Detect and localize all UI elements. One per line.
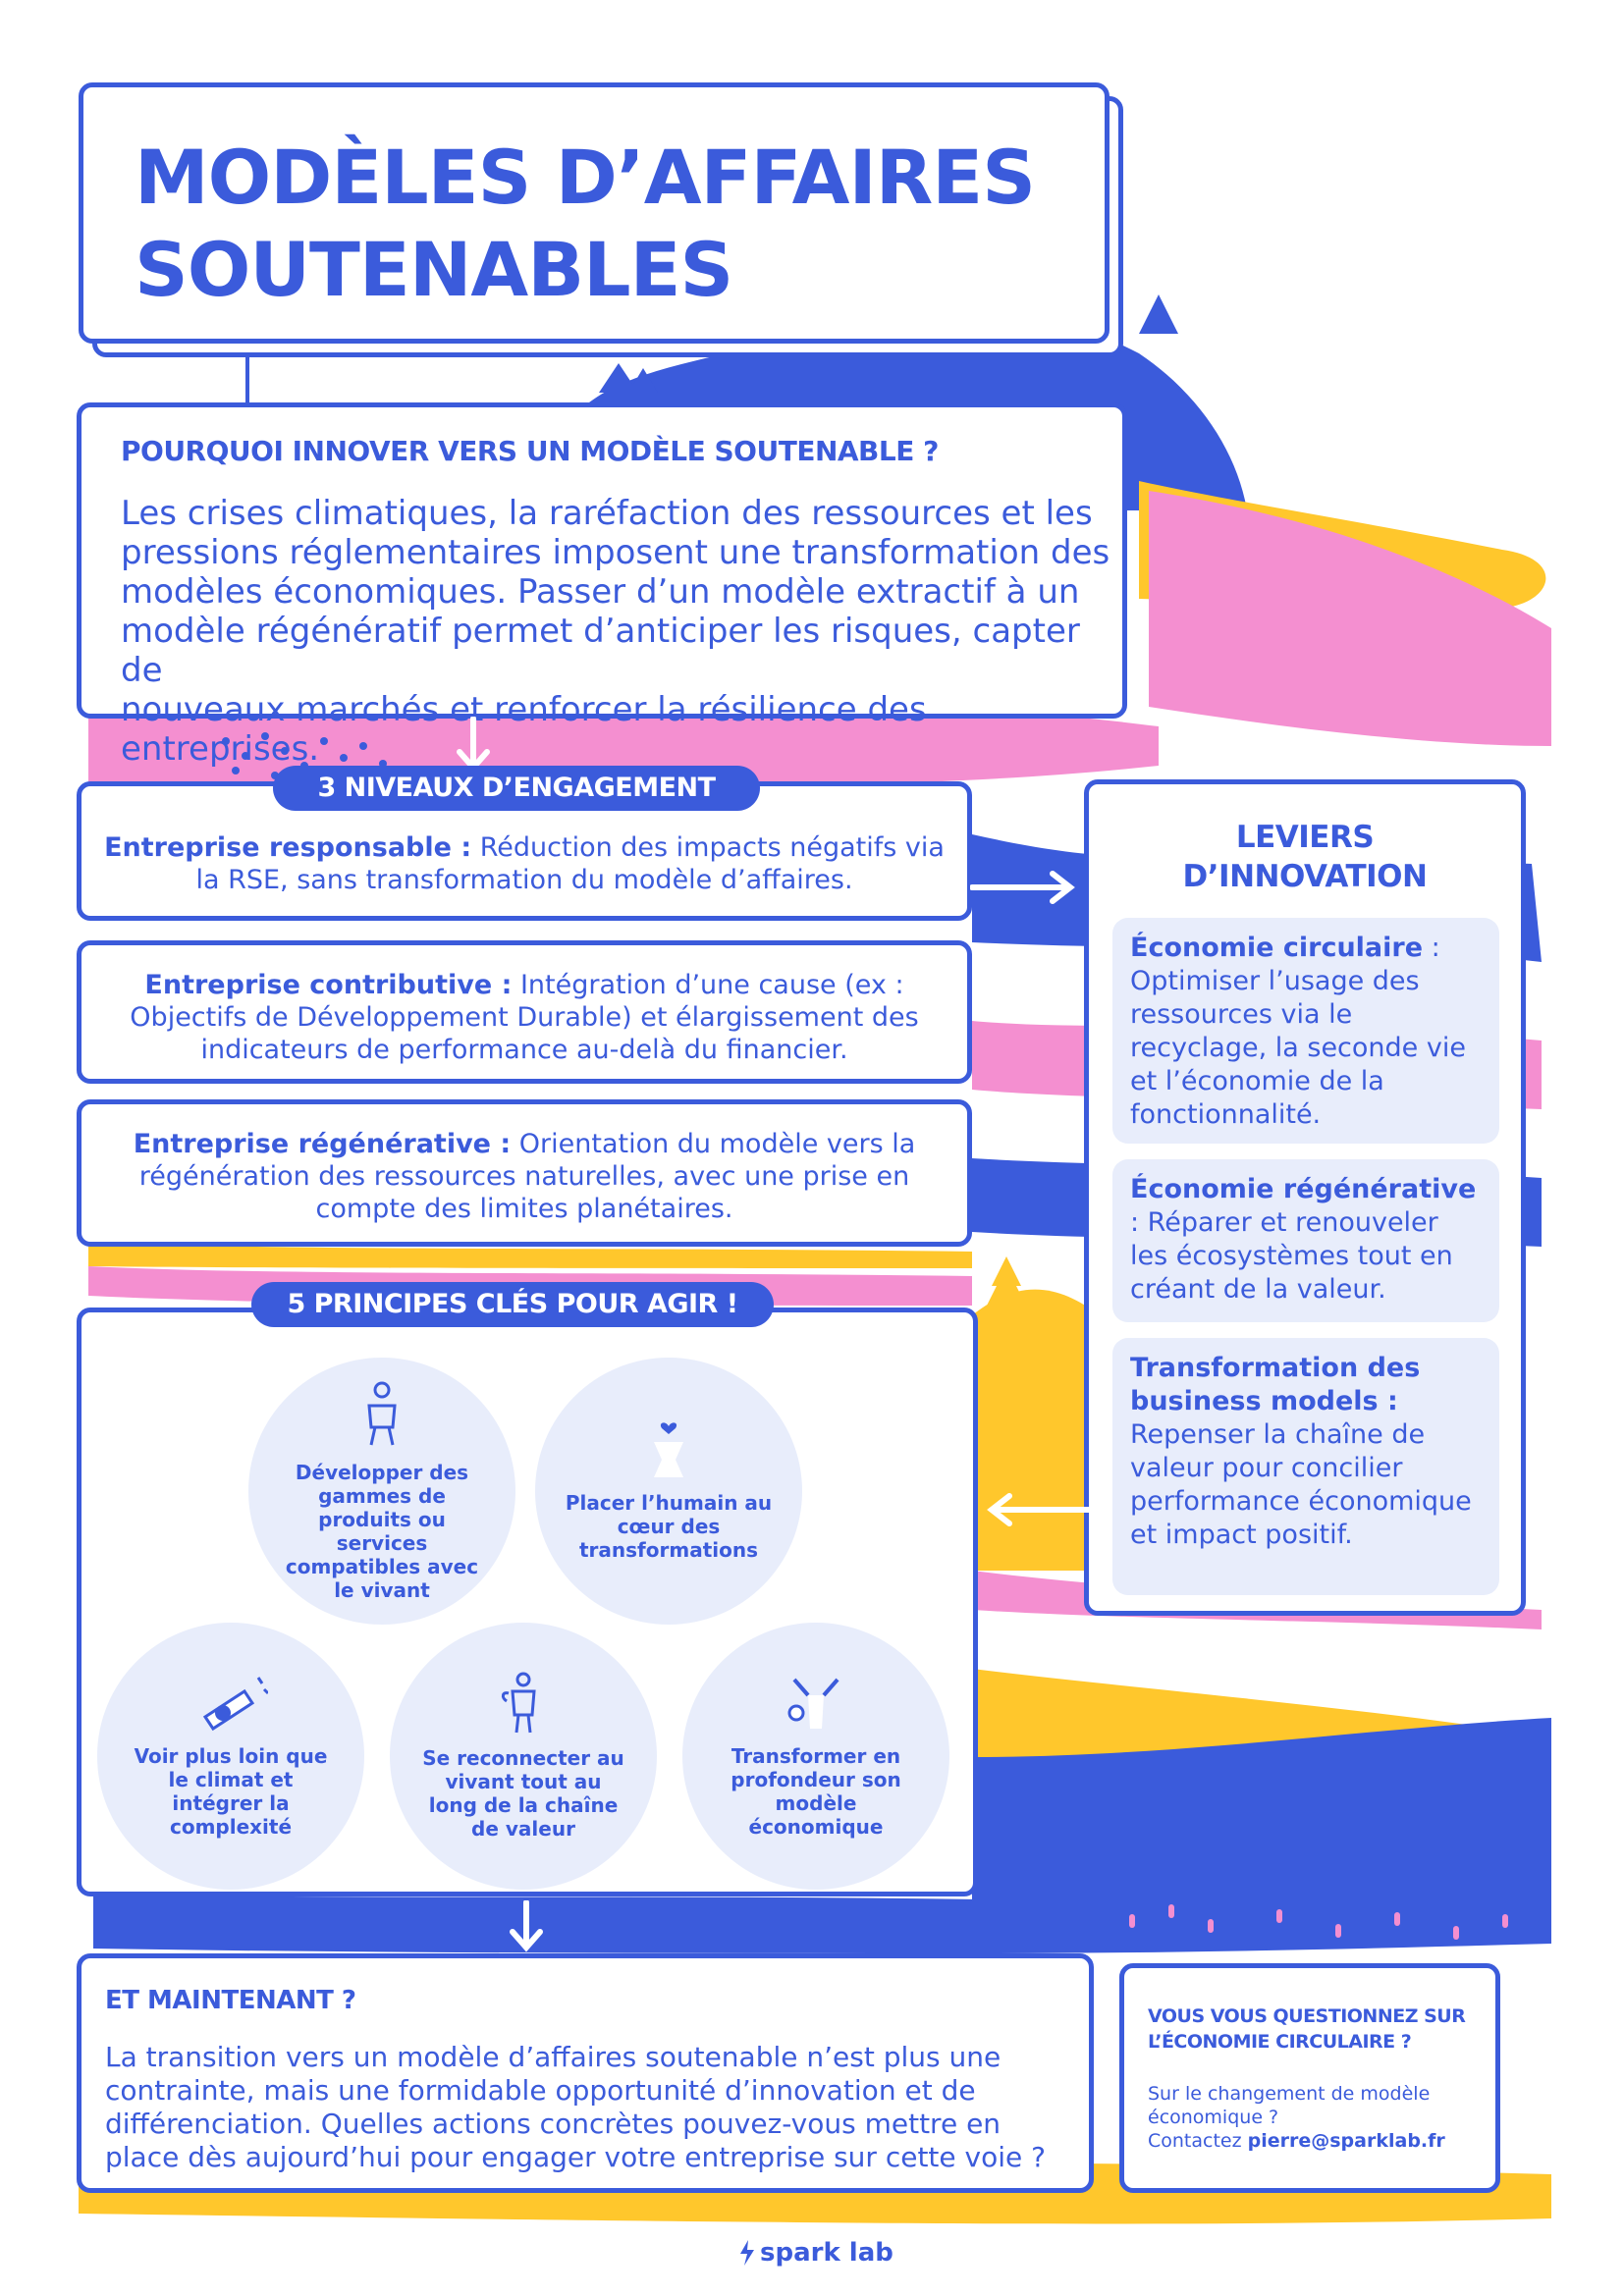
level-card-contributive: Entreprise contributive : Intégration d’… [77, 940, 972, 1084]
contact-heading-line1: VOUS VOUS QUESTIONNEZ SUR [1148, 2005, 1466, 2027]
level-name: Entreprise régénérative : [133, 1129, 512, 1159]
principle-circle: Transformer en profondeur son modèle éco… [682, 1623, 949, 1890]
now-line: La transition vers un modèle d’affaires … [105, 2041, 1001, 2073]
contact-heading: VOUS VOUS QUESTIONNEZ SUR L’ÉCONOMIE CIR… [1148, 2003, 1466, 2055]
why-heading: POURQUOI INNOVER VERS UN MODÈLE SOUTENAB… [121, 435, 939, 467]
principle-text: Placer l’humain au cœur des transformati… [565, 1491, 773, 1562]
principle-circle: Placer l’humain au cœur des transformati… [535, 1358, 802, 1625]
levers-title-line2: D’INNOVATION [1182, 859, 1428, 894]
spark-lab-logo: spark lab [738, 2238, 893, 2268]
principle-text: Développer des gammes de produits ou ser… [285, 1461, 479, 1602]
why-line: Les crises climatiques, la raréfaction d… [121, 494, 1093, 533]
contact-heading-line2: L’ÉCONOMIE CIRCULAIRE ? [1148, 2031, 1412, 2053]
page-title-line1: MODÈLES D’AFFAIRES [135, 133, 1036, 221]
contact-panel: VOUS VOUS QUESTIONNEZ SUR L’ÉCONOMIE CIR… [1119, 1963, 1500, 2193]
person-icon [367, 1381, 397, 1446]
plant-person-icon [501, 1672, 536, 1734]
contact-line: Sur le changement de modèle [1148, 2083, 1431, 2105]
lever-text: Repenser la chaîne de valeur pour concil… [1130, 1419, 1472, 1550]
principles-label: 5 PRINCIPES CLÉS POUR AGIR ! [251, 1282, 774, 1327]
level-desc: Orientation du modèle vers la [511, 1129, 916, 1159]
why-line: modèle régénératif permet d’anticiper le… [121, 612, 1080, 690]
title-connector [245, 357, 249, 406]
principle-text: Voir plus loin que le climat et intégrer… [134, 1744, 328, 1839]
heart-person-icon [654, 1422, 683, 1477]
now-panel: ET MAINTENANT ? La transition vers un mo… [77, 1953, 1094, 2193]
lever-card: Économie circulaire : Optimiser l’usage … [1112, 918, 1499, 1144]
levers-panel: LEVIERS D’INNOVATION Économie circulaire… [1084, 779, 1526, 1616]
now-text: La transition vers un modèle d’affaires … [105, 2041, 1046, 2174]
level-desc: la RSE, sans transformation du modèle d’… [195, 865, 853, 895]
principles-panel: Développer des gammes de produits ou ser… [77, 1308, 978, 1896]
levers-title-line1: LEVIERS [1235, 820, 1375, 855]
contact-body: Sur le changement de modèle économique ?… [1148, 2082, 1445, 2153]
arrow-down-icon [510, 1900, 543, 1952]
principle-circle: Se reconnecter au vivant tout au long de… [390, 1623, 657, 1890]
lever-name: Transformation des business models : [1130, 1353, 1421, 1416]
why-line: modèles économiques. Passer d’un modèle … [121, 572, 1080, 612]
arrow-left-icon [987, 1493, 1092, 1526]
principle-text: Se reconnecter au vivant tout au long de… [422, 1746, 624, 1841]
level-name: Entreprise contributive : [144, 970, 513, 1000]
level-text: Entreprise responsable : Réduction des i… [101, 831, 947, 896]
now-line: contrainte, mais une formidable opportun… [105, 2074, 976, 2107]
bolt-icon [740, 2240, 754, 2266]
level-desc: Intégration d’une cause (ex : [512, 970, 904, 1000]
principle-circle: Voir plus loin que le climat et intégrer… [97, 1623, 364, 1890]
page-title-line2: SOUTENABLES [135, 226, 733, 313]
level-name: Entreprise responsable : [104, 832, 472, 863]
levels-label: 3 NIVEAUX D’ENGAGEMENT [273, 766, 760, 811]
why-text: Les crises climatiques, la raréfaction d… [121, 494, 1122, 769]
lever-text: : Optimiser l’usage des ressources via l… [1130, 933, 1466, 1130]
why-line: nouveaux marchés et renforcer la résilie… [121, 690, 927, 769]
now-line: différenciation. Quelles actions concrèt… [105, 2108, 1001, 2140]
why-line: pressions réglementaires imposent une tr… [121, 533, 1110, 572]
now-line: place dès aujourd’hui pour engager votre… [105, 2141, 1047, 2173]
contact-email-link[interactable]: pierre@sparklab.fr [1247, 2130, 1445, 2152]
transform-person-icon [787, 1678, 839, 1729]
lever-card: Économie régénérative : Réparer et renou… [1112, 1159, 1499, 1322]
contact-line: Contactez [1148, 2130, 1248, 2152]
arrow-right-icon [970, 871, 1075, 904]
title-panel: MODÈLES D’AFFAIRES SOUTENABLES [79, 82, 1110, 344]
levers-title: LEVIERS D’INNOVATION [1089, 818, 1521, 896]
contact-line: économique ? [1148, 2107, 1279, 2128]
logo-text: spark lab [760, 2238, 893, 2268]
level-desc: indicateurs de performance au-delà du fi… [200, 1035, 848, 1065]
level-card-regenerative: Entreprise régénérative : Orientation du… [77, 1099, 972, 1247]
level-desc: Réduction des impacts négatifs via [471, 832, 945, 863]
level-text: Entreprise régénérative : Orientation du… [101, 1128, 947, 1225]
principle-circle: Développer des gammes de produits ou ser… [248, 1358, 515, 1625]
lever-card: Transformation des business models : Rep… [1112, 1338, 1499, 1595]
lever-name: Économie circulaire [1130, 933, 1424, 963]
now-heading: ET MAINTENANT ? [105, 1986, 356, 2015]
level-desc: régénération des ressources naturelles, … [138, 1161, 910, 1192]
principle-text: Transformer en profondeur son modèle éco… [731, 1744, 901, 1839]
lever-text: : Réparer et renouveler les écosystèmes … [1130, 1207, 1453, 1305]
level-desc: compte des limites planétaires. [315, 1194, 733, 1224]
lever-name: Économie régénérative [1130, 1174, 1477, 1204]
why-panel: POURQUOI INNOVER VERS UN MODÈLE SOUTENAB… [77, 402, 1127, 769]
level-desc: Objectifs de Développement Durable) et é… [130, 1002, 919, 1033]
telescope-icon [202, 1677, 268, 1732]
level-text: Entreprise contributive : Intégration d’… [101, 969, 947, 1066]
